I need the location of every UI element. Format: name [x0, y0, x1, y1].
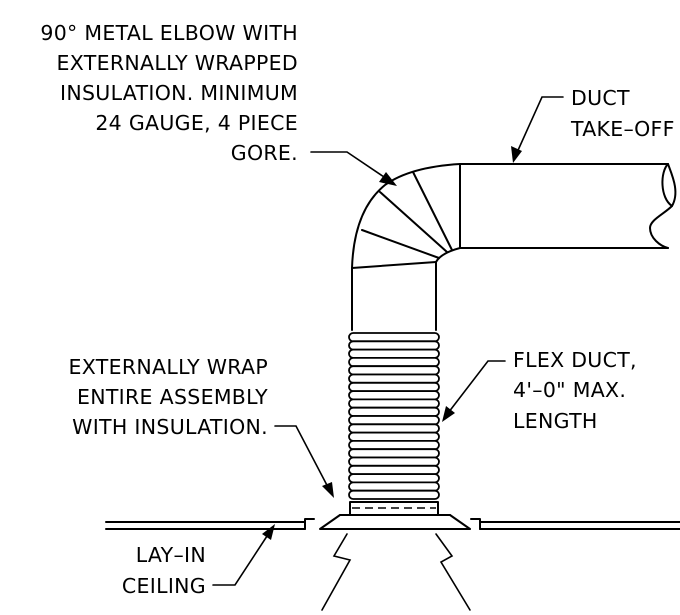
flex-duct	[348, 332, 440, 500]
takeoff-note-line-2: TAKE–OFF	[570, 117, 675, 141]
elbow-note-line-5: GORE.	[231, 141, 298, 165]
ceiling-note: LAY–IN CEILING	[122, 543, 206, 598]
flex-duct-ring	[348, 415, 440, 426]
elbow-note-line-4: 24 GAUGE, 4 PIECE	[95, 111, 298, 135]
takeoff-note: DUCT TAKE–OFF	[570, 86, 675, 141]
flex-note: FLEX DUCT, 4'–0" MAX. LENGTH	[513, 348, 637, 433]
duct-takeoff	[459, 163, 677, 249]
flex-note-line-2: 4'–0" MAX.	[513, 378, 626, 402]
wrap-note-line-3: WITH INSULATION.	[72, 415, 268, 439]
elbow-leader	[310, 151, 397, 186]
flex-duct-ring	[348, 356, 440, 368]
flex-duct-ring	[348, 481, 440, 492]
wrap-leader	[274, 425, 334, 498]
flex-duct-ring	[348, 340, 440, 351]
flex-note-line-1: FLEX DUCT,	[513, 348, 637, 372]
wrap-note-line-2: ENTIRE ASSEMBLY	[77, 385, 268, 409]
flex-duct-ring	[348, 489, 440, 500]
ceiling-leader	[212, 524, 275, 586]
ceiling-tile	[105, 518, 680, 530]
flex-duct-ring	[348, 423, 440, 434]
flex-duct-ring	[348, 373, 440, 384]
flex-duct-ring	[348, 473, 440, 484]
flex-duct-ring	[348, 398, 440, 409]
flex-duct-ring	[348, 348, 440, 359]
flex-duct-ring	[348, 456, 440, 467]
elbow-note: 90° METAL ELBOW WITH EXTERNALLY WRAPPED …	[40, 21, 298, 165]
flex-leader	[442, 360, 506, 422]
flex-duct-ring	[348, 381, 440, 392]
elbow-note-line-3: INSULATION. MINIMUM	[60, 81, 298, 105]
wrap-note: EXTERNALLY WRAP ENTIRE ASSEMBLY WITH INS…	[69, 355, 268, 439]
airflow-lines	[321, 533, 471, 611]
ceiling-diffuser	[319, 501, 471, 530]
flex-duct-ring	[348, 365, 440, 376]
elbow-note-line-2: EXTERNALLY WRAPPED	[57, 51, 298, 75]
flex-duct-ring	[348, 332, 440, 343]
flex-duct-ring	[348, 431, 440, 442]
takeoff-note-line-1: DUCT	[571, 86, 630, 110]
wrap-note-line-1: EXTERNALLY WRAP	[69, 355, 268, 379]
flex-note-line-3: LENGTH	[513, 409, 598, 433]
elbow-note-line-1: 90° METAL ELBOW WITH	[40, 21, 298, 45]
gored-elbow	[351, 163, 461, 269]
takeoff-leader	[511, 96, 564, 163]
flex-duct-ring	[348, 390, 440, 401]
flex-duct-ring	[348, 464, 440, 475]
flex-duct-ring	[348, 406, 440, 417]
metal-riser	[351, 261, 437, 331]
flex-duct-ring	[348, 448, 440, 459]
ceiling-note-line-2: CEILING	[122, 574, 206, 598]
ceiling-note-line-1: LAY–IN	[136, 543, 206, 567]
flex-duct-ring	[348, 439, 440, 451]
